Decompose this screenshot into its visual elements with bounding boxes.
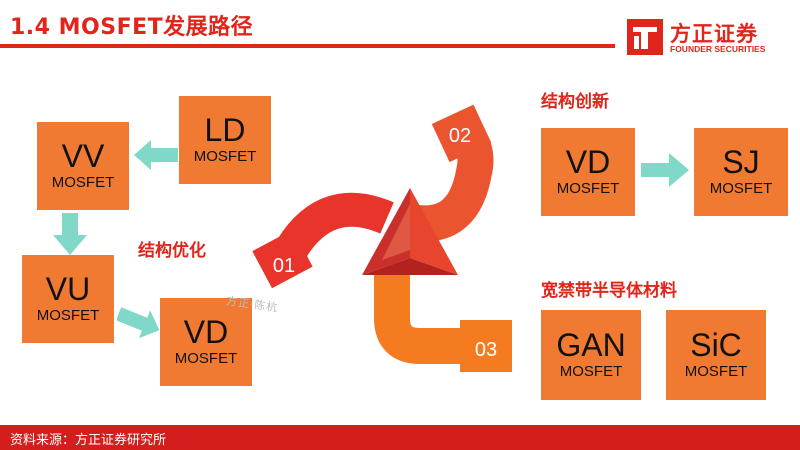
- arrow-vv-to-vu-icon: [53, 213, 87, 255]
- vd-left-label: VD: [183, 314, 229, 350]
- badge-01-text: 01: [273, 255, 295, 277]
- pyramid-right-face: [410, 188, 458, 275]
- vu-mosfet-box: VU MOSFET: [22, 255, 114, 343]
- footer-source: 资料来源：方正证券研究所: [10, 433, 167, 448]
- badge-02-text: 02: [449, 125, 471, 147]
- ld-mosfet-box: LD MOSFET: [179, 96, 271, 184]
- badge-02: [431, 104, 492, 163]
- vd-right-label: VD: [565, 144, 611, 180]
- page-title: 1.4 MOSFET发展路径: [10, 15, 254, 40]
- sj-mosfet-box: SJ MOSFET: [694, 128, 788, 216]
- pyramid-highlight: [382, 204, 410, 260]
- development-path-graphic: 03 01 02: [252, 104, 512, 372]
- badge-01: [252, 229, 313, 289]
- title-underline: [0, 44, 615, 48]
- arrow-vd-to-sj-icon: [641, 153, 689, 187]
- arrow-ld-to-vv-icon: [134, 140, 178, 170]
- footer-bar: [0, 425, 800, 450]
- badge-03: [460, 320, 512, 372]
- vd-left-sub: MOSFET: [174, 350, 238, 367]
- badge-03-text: 03: [475, 339, 497, 361]
- structure-innovation-label: 结构创新: [541, 92, 609, 112]
- gan-mosfet-box: GAN MOSFET: [541, 310, 641, 400]
- vv-sub: MOSFET: [51, 174, 115, 191]
- ld-sub: MOSFET: [193, 148, 257, 165]
- sj-label: SJ: [722, 144, 760, 180]
- path-03-shape: [374, 272, 462, 364]
- vu-sub: MOSFET: [36, 307, 100, 324]
- vd-right-mosfet-box: VD MOSFET: [541, 128, 635, 216]
- vv-label: VV: [61, 138, 105, 174]
- path-01-shape: [277, 192, 394, 258]
- sic-sub: MOSFET: [684, 363, 748, 380]
- wide-bandgap-label: 宽禁带半导体材料: [541, 281, 677, 301]
- company-logo: 方正证券 FOUNDER SECURITIES: [626, 18, 798, 58]
- pyramid-bottom-face: [362, 258, 458, 275]
- vu-label: VU: [45, 271, 91, 307]
- sic-mosfet-box: SiC MOSFET: [666, 310, 766, 400]
- structure-optimization-label: 结构优化: [138, 241, 206, 261]
- vd-left-mosfet-box: VD MOSFET: [160, 298, 252, 386]
- arrow-vu-to-vd-icon: [117, 307, 160, 339]
- gan-label: GAN: [556, 327, 626, 363]
- ld-label: LD: [204, 112, 246, 148]
- vd-right-sub: MOSFET: [556, 180, 620, 197]
- logo-chinese-name: 方正证券: [670, 22, 758, 46]
- sj-sub: MOSFET: [709, 180, 773, 197]
- logo-english-name: FOUNDER SECURITIES: [670, 44, 766, 54]
- founder-logo-icon: [627, 19, 663, 55]
- sic-label: SiC: [690, 327, 742, 363]
- vv-mosfet-box: VV MOSFET: [37, 122, 129, 210]
- gan-sub: MOSFET: [559, 363, 623, 380]
